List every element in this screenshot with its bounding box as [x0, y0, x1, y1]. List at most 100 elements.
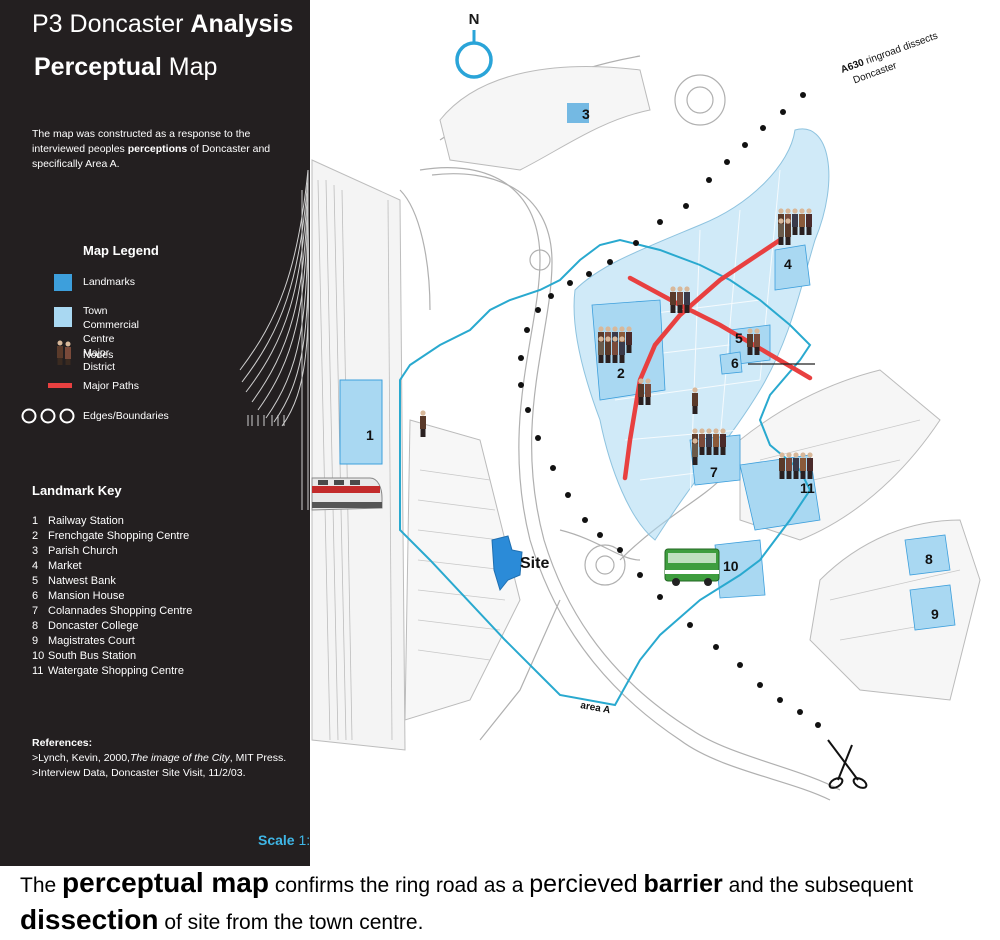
intro-text: The map was constructed as a response to…	[32, 128, 271, 170]
label-11: 11	[800, 480, 815, 496]
landmark-key-name: Magistrates Court	[48, 635, 135, 647]
ringroad-dot	[760, 125, 766, 131]
north-label: N	[469, 11, 480, 28]
ringroad-dot	[637, 572, 643, 578]
landmark-key-name: Doncaster College	[48, 620, 139, 632]
label-8: 8	[925, 551, 933, 567]
north-compass-icon: N	[455, 11, 493, 79]
landmark-key-name: Colannades Shopping Centre	[48, 605, 193, 617]
ringroad-dot	[657, 219, 663, 225]
people-node-icon	[692, 428, 726, 465]
ringroad-dot	[565, 492, 571, 498]
reference-item: >Interview Data, Doncaster Site Visit, 1…	[32, 767, 246, 779]
landmark-key-item: 1 Railway Station	[32, 514, 192, 529]
area-a-boundary	[399, 238, 812, 707]
label-10: 10	[723, 558, 739, 574]
landmark-key-number: 7	[32, 605, 39, 617]
people-node-icon	[779, 452, 813, 479]
people-node-icon	[598, 326, 632, 363]
landmark-key-name: Natwest Bank	[48, 575, 116, 587]
ringroad-dot	[815, 722, 821, 728]
people-node-icon	[692, 387, 698, 414]
landmark-key-name: Railway Station	[48, 515, 124, 527]
railway-area	[311, 159, 406, 751]
road-network	[399, 55, 841, 801]
label-1: 1	[366, 427, 374, 443]
ringroad-dot	[737, 662, 743, 668]
scissors-icon	[827, 739, 868, 789]
ringroad-dot	[550, 465, 556, 471]
ringroad-dot	[535, 435, 541, 441]
label-2: 2	[617, 365, 625, 381]
legend-label: Major Paths	[83, 380, 140, 392]
label-6: 6	[731, 355, 739, 371]
people-node-icon	[638, 378, 651, 405]
landmark-key-item: 8 Doncaster College	[32, 619, 192, 634]
landmark-key-name: Watergate Shopping Centre	[48, 665, 184, 677]
people-nodes	[420, 208, 813, 479]
ringroad-dot	[597, 532, 603, 538]
sidebar-panel: P3 Doncaster Analysis Perceptual Map The…	[0, 0, 341, 866]
people-node-icon	[57, 340, 71, 365]
landmark-key-item: 7 Colannades Shopping Centre	[32, 604, 192, 619]
landmark-key-number: 3	[32, 545, 39, 557]
people-node-icon	[670, 286, 690, 313]
label-3: 3	[582, 106, 590, 122]
ringroad-dot	[548, 293, 554, 299]
legend-label: Landmarks	[83, 276, 135, 288]
page-title: P3 Doncaster Analysis	[32, 10, 294, 38]
ringroad-dot	[780, 109, 786, 115]
landmark-key-name: South Bus Station	[48, 650, 137, 662]
ringroad-dot	[535, 307, 541, 313]
town-commercial-centre	[573, 128, 830, 541]
ringroad-dot	[713, 644, 719, 650]
legend-title: Map Legend	[83, 243, 159, 258]
ringroad-dot	[524, 327, 530, 333]
major-paths	[622, 237, 813, 481]
landmark-key-name: Mansion House	[48, 590, 125, 602]
landmark-key-number: 8	[32, 620, 39, 632]
landmark-swatch	[54, 274, 72, 291]
site-landmark	[491, 535, 523, 592]
ringroad-dot	[657, 594, 663, 600]
ringroad-edge-dots	[518, 92, 821, 728]
landmark-key-title: Landmark Key	[32, 483, 122, 498]
ringroad-dot	[742, 142, 748, 148]
ringroad-dot	[687, 622, 693, 628]
landmark-key-number: 2	[32, 530, 39, 542]
ringroad-dot	[586, 271, 592, 277]
landmark-key-number: 1	[32, 515, 39, 527]
ringroad-dot	[683, 203, 689, 209]
district-swatch	[54, 307, 72, 327]
map-canvas: N	[311, 11, 981, 801]
references-title: References:	[32, 737, 93, 749]
landmark-number-labels: 1 2 3 4 5 6 7 8 9 10 11	[366, 106, 939, 622]
train-icon	[311, 477, 383, 511]
label-5: 5	[735, 330, 743, 346]
ringroad-dot	[633, 240, 639, 246]
caption-text: The perceptual map confirms the ring roa…	[20, 867, 914, 935]
label-4: 4	[784, 256, 792, 272]
ringroad-dot	[525, 407, 531, 413]
label-9: 9	[931, 606, 939, 622]
ringroad-dot	[607, 259, 613, 265]
ringroad-dot	[518, 382, 524, 388]
ringroad-dot	[582, 517, 588, 523]
area-a-label: area A	[579, 700, 611, 716]
page-subtitle: Perceptual Map	[34, 53, 218, 81]
people-node-icon	[747, 328, 760, 355]
landmark-key-number: 4	[32, 560, 39, 572]
landmark-key-number: 10	[32, 650, 45, 662]
landmark-key-number: 9	[32, 635, 39, 647]
label-7: 7	[710, 464, 718, 480]
ringroad-dot	[757, 682, 763, 688]
bus-icon	[664, 548, 720, 586]
